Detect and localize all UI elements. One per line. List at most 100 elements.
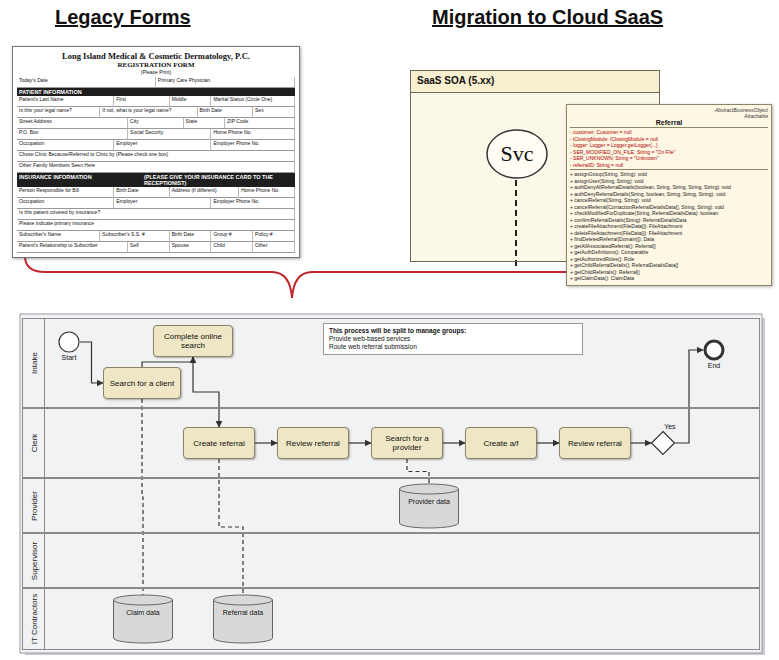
store-label: Claim data (115, 609, 171, 616)
class-member-text: + checkModifiedForDuplicate(String, Refe… (570, 210, 768, 217)
class-member-text: + assignUser(String, String): void (570, 178, 768, 185)
task-label: Review referral (286, 439, 340, 448)
class-member-text: + getAuthDefinitions(): Comparable (570, 249, 768, 256)
form-field-text: If not, what is your legal name? (100, 107, 197, 118)
data-store-outline (113, 595, 173, 643)
task-box: Review referral (277, 427, 349, 459)
store-label: Referral data (215, 609, 271, 616)
event-circle: Start (58, 331, 80, 353)
event-label: End (708, 362, 720, 369)
class-member-text: - customer: Customer = null (570, 129, 768, 136)
note-box: This process will be split to manage gro… (323, 323, 583, 355)
data-store: Claim data (113, 595, 173, 643)
form-field-text: City (128, 118, 184, 129)
task-box: Create a/f (465, 427, 537, 459)
form-field-text: Other (253, 242, 295, 253)
lane-label: Provider (30, 491, 39, 521)
class-member-text: + cancelReferral(String, String): void (570, 197, 768, 204)
pool-ground (20, 314, 762, 653)
form-field-text: Other Family Members Seen Here (17, 162, 295, 173)
package-title: SaaS SOA (5.xx) (411, 71, 659, 93)
form-field-text: Patient's Relationship to Subscriber (17, 242, 128, 253)
swimlane: ClerkCreate referralReview referralSearc… (22, 408, 760, 478)
class-member-text: Referral (570, 119, 768, 128)
task-label: Complete online search (157, 332, 229, 350)
cylinder-body (214, 595, 273, 643)
class-member-text: + getAuthorizedRoles(): Role (570, 256, 768, 263)
class-member-text: + createFileAttachment(FileData[]): File… (570, 223, 768, 230)
class-member-text: + confirmReferralDetails(String): Referr… (570, 217, 768, 224)
swimlane: IT Contractors Claim data Referral data (22, 588, 760, 650)
form-field-text: Street Address (17, 118, 128, 129)
heading-label: Migration to Cloud SaaS (432, 6, 663, 29)
lane-label: Intake (30, 352, 39, 374)
ellipse-shape (487, 130, 547, 178)
form-field-text: Child (211, 242, 253, 253)
form-field-text: Birth Date (198, 107, 254, 118)
lane-label: IT Contractors (30, 594, 39, 645)
class-member-text: + getAllAssociatedReferral(): Referral[] (570, 243, 768, 250)
heading-label: Legacy Forms (55, 6, 191, 29)
form-field-text: Social Security (128, 129, 211, 140)
class-member-text: - iClosingModule: IClosingModule = null (570, 136, 768, 143)
class-member-text: + authDenyReferralDetails(String, boolea… (570, 191, 768, 198)
form-field-text: Employer Phone No. (211, 198, 294, 209)
form-field-text: Long Island Medical & Cosmetic Dermatolo… (17, 51, 295, 61)
form-field-text: Chose Clinic Because/Referred to Clinic … (17, 151, 295, 162)
form-field-text: Subscriber's Name (17, 231, 100, 242)
class-member-text: + assignGroup(String, String): void (570, 169, 768, 178)
form-field-text: PATIENT INFORMATION (17, 88, 295, 96)
class-member-text: + deleteFileAttachment(FileData[]): File… (570, 230, 768, 237)
data-store: Referral data (213, 595, 273, 643)
task-box: Review referral (559, 427, 631, 459)
task-box: Search for a client (103, 367, 181, 399)
package-header-fill (410, 70, 660, 92)
form-field-text: Employer Phone No. (211, 140, 294, 151)
event-label: Start (62, 354, 77, 361)
form-field-text: Home Phone No. (211, 129, 294, 140)
circle-shape (59, 332, 79, 352)
service-link-line (515, 180, 517, 266)
swimlane: Provider Provider data (22, 478, 760, 533)
note-text: Route web referral submission (329, 343, 577, 351)
note-text: Provide web-based services (329, 335, 577, 343)
form-field-text: ZIP Code (225, 118, 294, 129)
service-ellipse: Svc (486, 129, 548, 179)
form-field-text: Home Phone No. (239, 187, 295, 198)
gateway-label: Yes (664, 423, 675, 430)
class-member-text: + getChildReferralDetails(): ReferralDet… (570, 262, 768, 269)
form-field-text: Employer (114, 140, 211, 151)
form-field-text: (PLEASE GIVE YOUR INSURANCE CARD TO THE … (142, 173, 295, 187)
class-member-text: + getChildReferrals(): Referral[] (570, 269, 768, 276)
form-field-text: Please indicate primary insurance (17, 220, 295, 231)
class-member-text: - referralID: String = null (570, 162, 768, 169)
class-member-text: - logger: Logger = Logger.getLogger(...) (570, 142, 768, 149)
cylinder-body (114, 595, 173, 643)
data-store: Provider data (399, 484, 459, 528)
form-field-text: REGISTRATION FORM (17, 61, 295, 69)
form-field-text: Person Responsible for Bill (17, 187, 114, 198)
event-circle-outline (703, 339, 725, 361)
form-field-text: Policy # (253, 231, 295, 242)
form-field-text: Occupation (17, 140, 114, 151)
form-field-text: Occupation (17, 198, 114, 209)
decision-diamond-outline (651, 431, 675, 455)
data-store-outline (399, 484, 459, 528)
class-member-text: - SER_UNKNOWN: String = "Unknown" (570, 155, 768, 162)
form-field-text: Employer (114, 198, 211, 209)
cylinder-rim (214, 600, 273, 605)
form-field-text: Sex (253, 107, 295, 118)
event-circle-outline (58, 331, 80, 353)
form-field-text: (Please Print) (17, 69, 295, 75)
task-box: Create referral (183, 427, 255, 459)
form-field-text: P.O. Box (17, 129, 128, 140)
swimlane: Intake StartSearch for a client Complete o… (22, 318, 760, 408)
class-member-text: - SER_MODIFIED_ON_FILE: String = "On Fil… (570, 149, 768, 156)
form-field-text: Spouse (170, 242, 212, 253)
diamond-shape (652, 432, 675, 455)
cylinder-body (400, 484, 459, 528)
class-member-text: + cancelReferral(ContactionReferralDetai… (570, 204, 768, 211)
task-label: Create a/f (483, 439, 518, 448)
task-box: Complete online search (153, 325, 233, 357)
task-box: Search for a provider (371, 427, 443, 459)
